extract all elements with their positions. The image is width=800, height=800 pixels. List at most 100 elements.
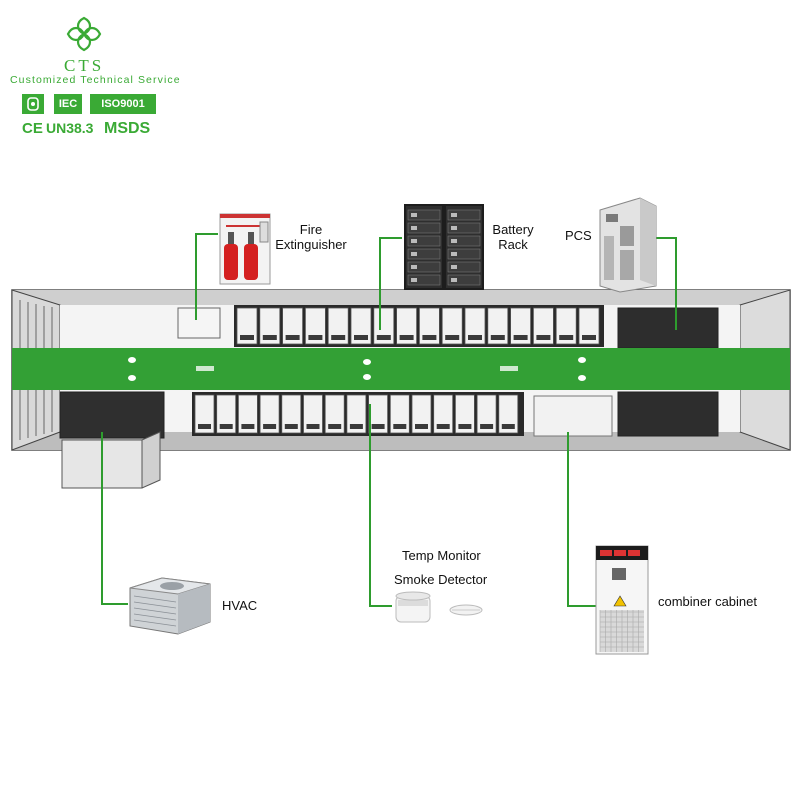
iso9001-badge: ISO9001 (90, 94, 156, 114)
battery-module-terminal (376, 335, 391, 340)
pcs-leader (654, 237, 677, 330)
band-rivets (128, 357, 586, 381)
battery-module (194, 394, 215, 434)
battery-module (476, 394, 497, 434)
band-markings (196, 366, 518, 371)
battery-module-terminal (393, 424, 407, 429)
battery-module-terminal (582, 335, 596, 340)
battery-module (281, 394, 302, 434)
battery-module-terminal (263, 424, 277, 429)
battery-module (259, 394, 280, 434)
battery-module (324, 394, 345, 434)
combiner-cabinet-label: combiner cabinet (658, 594, 757, 609)
cts-logo-icon (66, 16, 102, 52)
battery-module-terminal (198, 424, 211, 429)
battery-rack-modules (407, 209, 481, 286)
smoke-detector-illustration (395, 591, 483, 623)
ce-mark: CE (22, 120, 43, 137)
pcs-illustration (599, 197, 657, 293)
brand-tagline: Customized Technical Service (10, 74, 181, 86)
battery-module (389, 394, 410, 434)
hvac-unit-box (59, 391, 165, 439)
un383-mark: UN38.3 (46, 120, 94, 136)
battery-module (216, 394, 237, 434)
rack-module (447, 248, 481, 260)
pcs-label: PCS (565, 228, 592, 243)
combiner-leader (567, 432, 596, 607)
rack-module-indicator (451, 265, 457, 269)
battery-module-terminal (445, 335, 460, 340)
battery-module-terminal (284, 424, 298, 429)
battery-module-terminal (285, 335, 300, 340)
battery-module-terminal (306, 424, 320, 429)
rack-module (407, 274, 441, 286)
rack-module-indicator (411, 265, 417, 269)
battery-module-terminal (328, 424, 342, 429)
rack-module-indicator (451, 252, 457, 256)
battery-module-terminal (436, 424, 450, 429)
battery-module-terminal (480, 424, 494, 429)
battery-module-terminal (422, 335, 437, 340)
battery-module-terminal (354, 335, 368, 340)
temp-monitor-label: Temp Monitor (402, 548, 481, 563)
rack-module-indicator (451, 213, 457, 217)
msds-mark: MSDS (104, 120, 151, 137)
rack-module (447, 235, 481, 247)
combiner-cabinet-box (533, 395, 613, 437)
battery-module-terminal (490, 335, 505, 340)
container-roof-edge (12, 290, 790, 305)
rack-module-indicator (411, 239, 417, 243)
battery-module (237, 394, 258, 434)
rack-module-indicator (411, 278, 417, 282)
rack-module (447, 222, 481, 234)
rack-module-indicator (411, 213, 417, 217)
rack-module-indicator (411, 252, 417, 256)
rack-module (447, 209, 481, 221)
pcs-unit-box (617, 307, 719, 349)
rack-module (407, 248, 441, 260)
fire-leader (195, 233, 218, 320)
battery-module-terminal (513, 335, 528, 340)
brand-name: CTS (64, 56, 105, 75)
battery-module (368, 394, 389, 434)
battery-module (498, 394, 519, 434)
battery-module-terminal (262, 335, 277, 340)
upper-battery-modules (236, 307, 600, 345)
fire-extinguisher-illustration (219, 213, 271, 285)
rack-module (407, 235, 441, 247)
hvac-leader (101, 432, 128, 605)
battery-module-terminal (308, 335, 323, 340)
rack-module (447, 261, 481, 273)
hvac-illustration (129, 577, 211, 635)
battery-rack-label: Battery Rack (492, 222, 534, 252)
rack-module-indicator (451, 239, 457, 243)
battery-module-terminal (331, 335, 346, 340)
rack-module (447, 274, 481, 286)
battery-module-terminal (501, 424, 515, 429)
rack-module (407, 261, 441, 273)
battery-module-terminal (349, 424, 363, 429)
battery-module (303, 394, 323, 434)
lower-battery-modules (194, 394, 519, 434)
battery-module-terminal (468, 335, 482, 340)
rack-module-indicator (451, 278, 457, 282)
rack-module-indicator (411, 226, 417, 230)
battery-module-terminal (241, 424, 255, 429)
battery-module-terminal (559, 335, 574, 340)
recycle-certification-icon (22, 94, 44, 114)
hvac-label: HVAC (222, 598, 258, 613)
fire-system-panel (177, 307, 221, 339)
battery-module (346, 394, 367, 434)
leader-lines (101, 233, 677, 607)
battery-module (454, 394, 475, 434)
battery-module (433, 394, 454, 434)
green-band (12, 348, 790, 390)
iec-badge: IEC (54, 94, 82, 114)
smoke-detector-label: Smoke Detector (394, 572, 488, 587)
rack-module (407, 222, 441, 234)
battery-module-terminal (458, 424, 472, 429)
battery-module-terminal (371, 424, 385, 429)
battery-module-terminal (240, 335, 254, 340)
lower-right-equipment (617, 391, 719, 437)
